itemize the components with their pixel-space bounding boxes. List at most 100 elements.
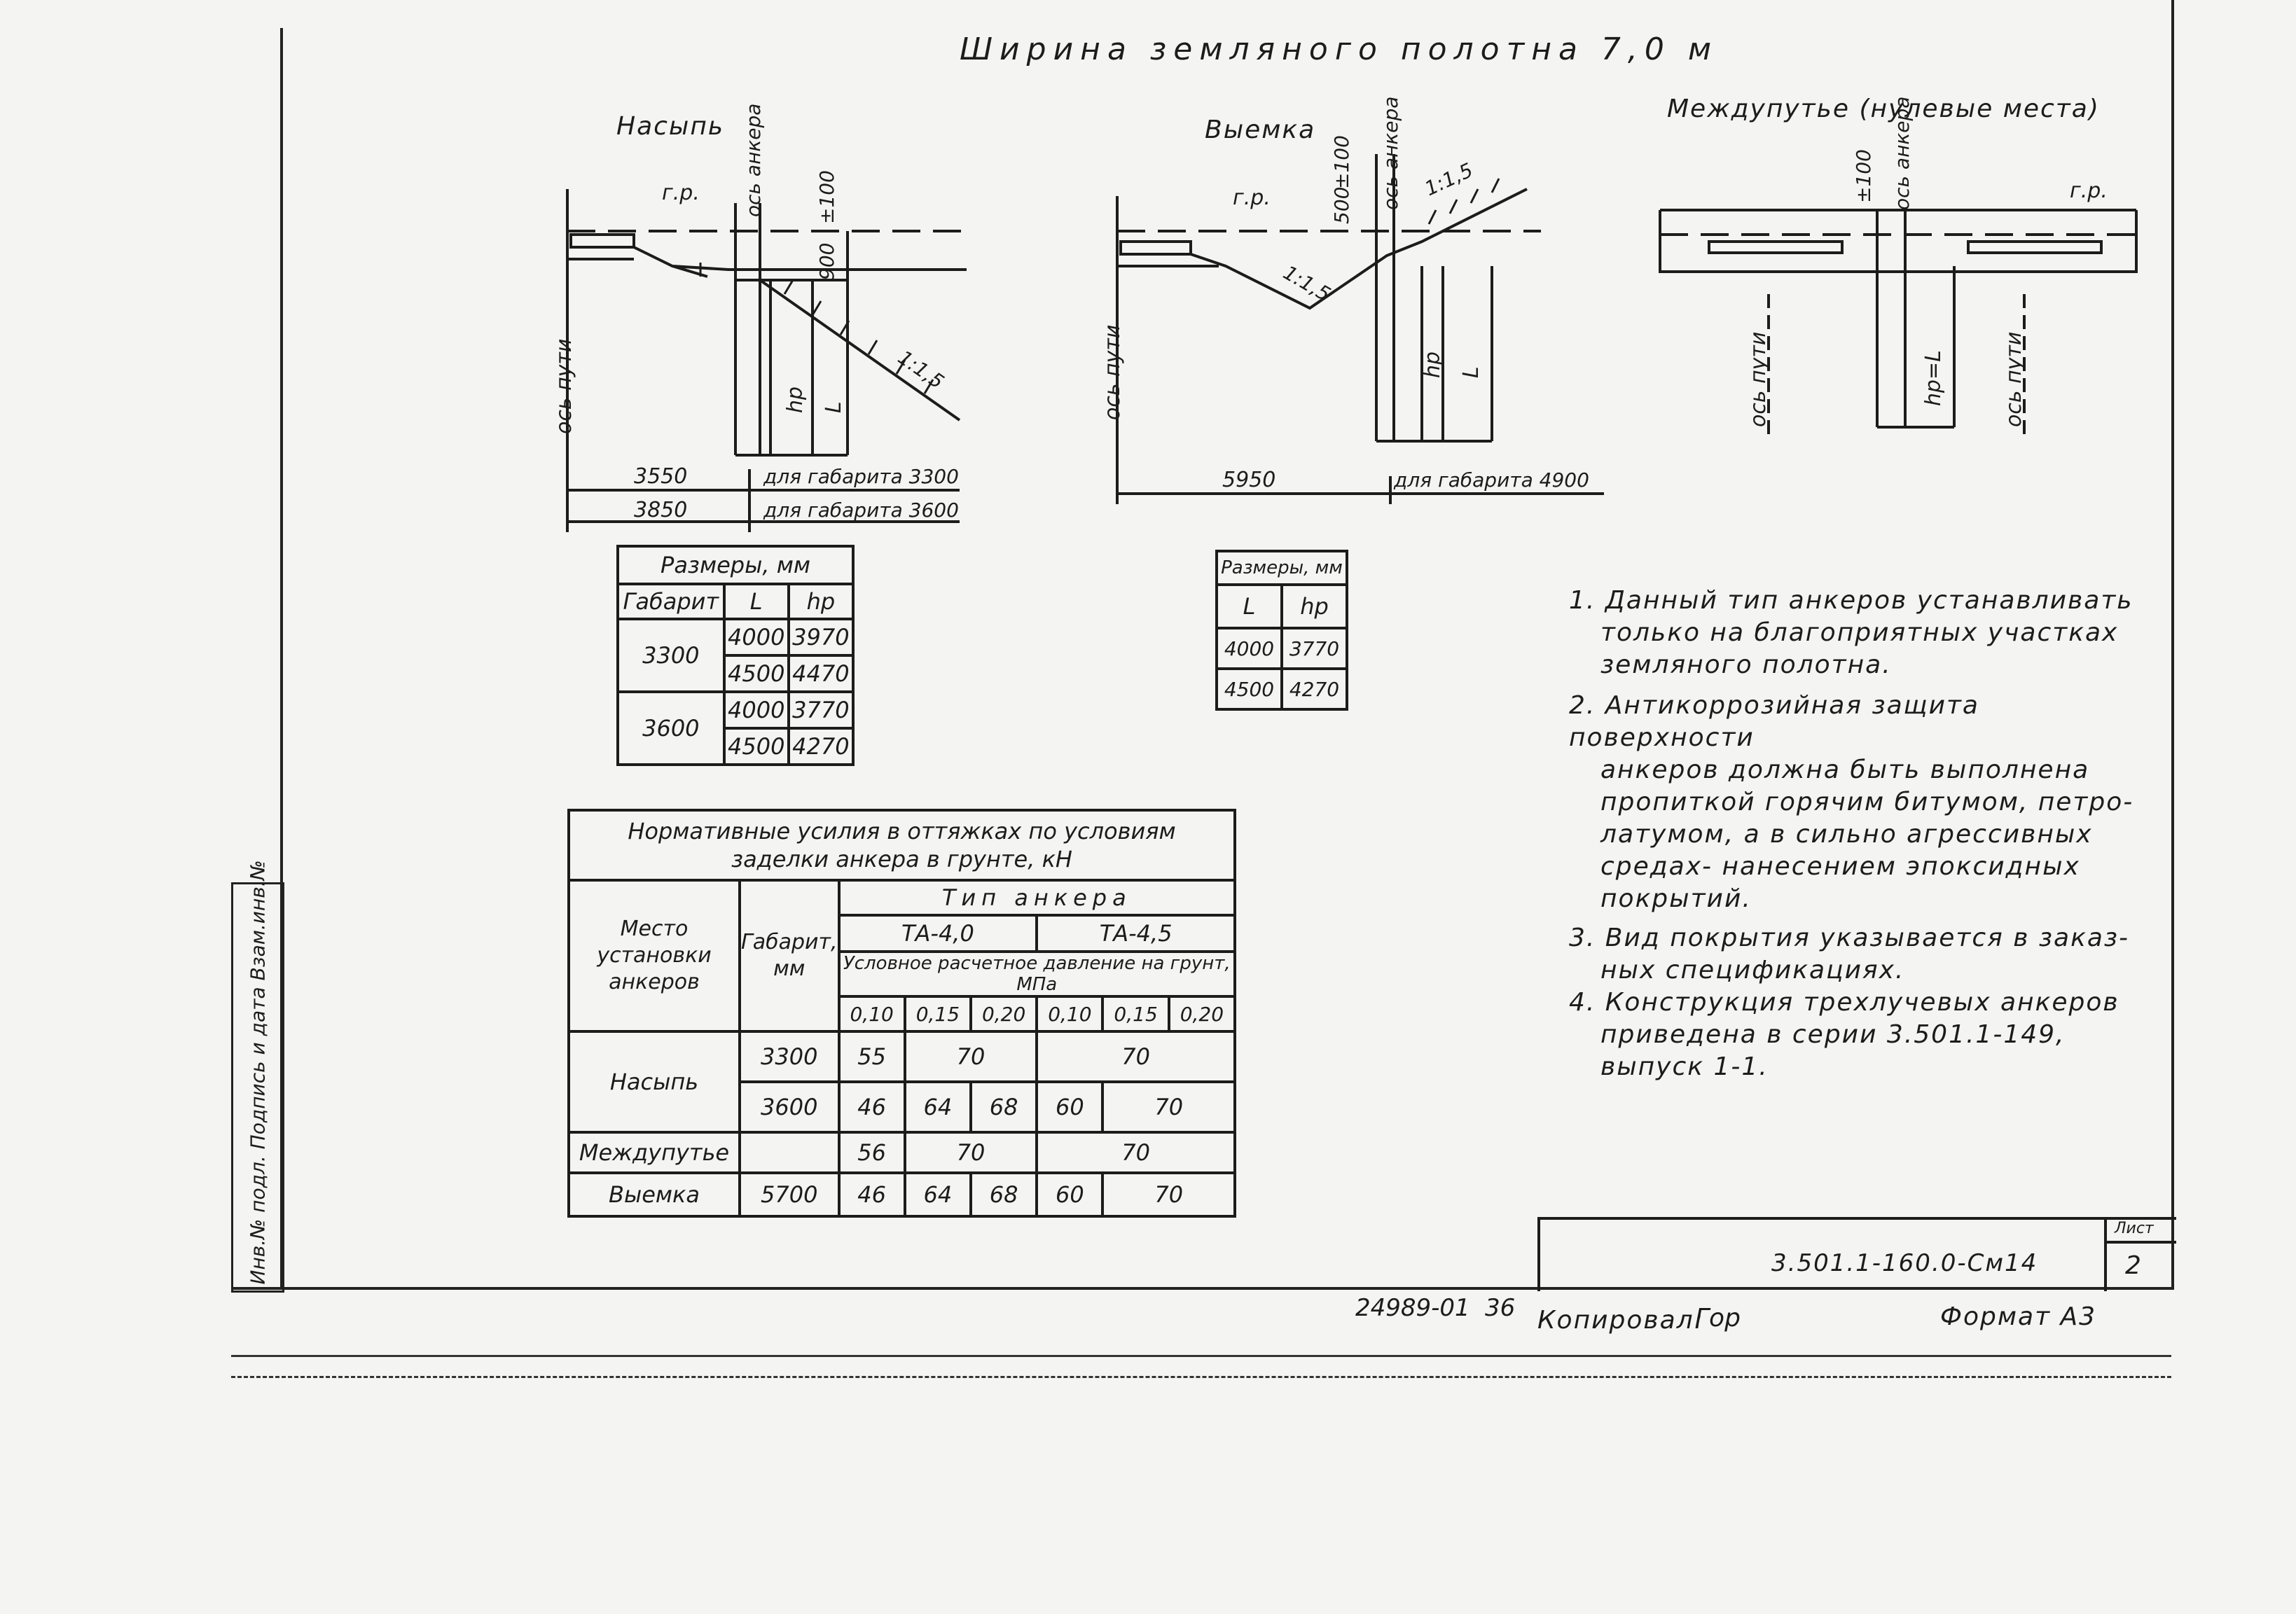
title-block: 3.501.1-160.0-См14 Лист 2: [1537, 1217, 2176, 1291]
emb-dim-3550: 3550: [634, 464, 687, 489]
table-cell: 70: [1035, 1131, 1236, 1174]
emb-hp: hp: [783, 387, 808, 413]
table-cell: 4500: [1215, 667, 1283, 711]
page-title: Ширина земляного полотна 7,0 м: [960, 32, 1719, 67]
cut-hp: hp: [1420, 352, 1445, 378]
table-cell: 55: [837, 1030, 906, 1083]
table-cell: 4000: [1215, 627, 1283, 670]
stamp-sheet-label: Лист: [2115, 1220, 2154, 1237]
note-line: латумом, а в сильно агрессивных: [1600, 820, 2093, 849]
table-cell: 64: [903, 1080, 973, 1134]
forces-title-line1: Нормативные усилия в оттяжках по условия…: [628, 818, 1176, 844]
sizes-cut-h-L: L: [1215, 583, 1283, 629]
table-cell: 4500: [722, 727, 790, 766]
cut-slope-1: 1:1,5: [1280, 260, 1335, 305]
cut-gr: г.р.: [1233, 186, 1271, 210]
note-line: 3. Вид покрытия указывается в заказ-: [1569, 924, 2130, 952]
emb-L: L: [822, 401, 846, 413]
table-cell: 4470: [787, 654, 855, 693]
stamp-sheet-number: 2: [2125, 1251, 2141, 1280]
sizes-emb-h-hp: hp: [787, 583, 855, 620]
forces-table: Нормативные усилия в оттяжках по условия…: [567, 809, 1237, 1218]
table-cell: 70: [903, 1030, 1039, 1083]
cut-drawing: [1116, 154, 1604, 504]
frame-bottom-line: [231, 1287, 2174, 1290]
emb-slope: 1:1,5: [894, 346, 948, 394]
emb-axis-anchor: ось анкера: [742, 104, 765, 217]
sizes-emb-h-L: L: [722, 583, 790, 620]
forces-p: 0,15: [903, 995, 973, 1033]
forces-place-between: Междупутье: [567, 1131, 741, 1174]
btw-d100: ±100: [1852, 149, 1875, 203]
caption-cut: Выемка: [1205, 116, 1316, 144]
table-cell: 3600: [738, 1080, 841, 1134]
sizes-emb-gab-2: 3600: [616, 690, 726, 766]
btw-gr: г.р.: [2070, 179, 2108, 203]
forces-type-2: ТА-4,5: [1035, 914, 1236, 953]
title-block-hline: [2104, 1241, 2176, 1244]
btw-axis-anchor: ось анкера: [1890, 97, 1914, 210]
table-cell: 56: [837, 1131, 906, 1174]
forces-p: 0,10: [837, 995, 906, 1033]
forces-col-place: Место установки анкеров: [567, 879, 741, 1033]
note-line: приведена в серии 3.501.1-149, выпуск 1-…: [1600, 1020, 2066, 1081]
forces-place-emb: Насыпь: [567, 1030, 741, 1134]
note-line: только на благоприятных участках: [1600, 618, 2119, 647]
sizes-table-cut: Размеры, мм L hp 4000 3770 4500 4270: [1215, 550, 1348, 711]
table-cell: 70: [903, 1131, 1039, 1174]
btw-axis-track-2: ось пути: [2002, 332, 2026, 427]
caption-between: Междупутье (нулевые места): [1667, 95, 2100, 123]
table-cell: 68: [969, 1080, 1039, 1134]
table-cell: 5700: [738, 1171, 841, 1218]
table-cell: 3300: [738, 1030, 841, 1083]
cut-d500: 500: [1330, 187, 1353, 224]
table-cell: 3770: [1280, 627, 1348, 670]
table-cell: 4270: [1280, 667, 1348, 711]
emb-d900: 900: [815, 243, 838, 280]
table-cell: 60: [1035, 1080, 1105, 1134]
btw-axis-track-1: ось пути: [1746, 332, 1771, 427]
note-line: 4. Конструкция трехлучевых анкеров: [1569, 988, 2119, 1017]
cut-axis-anchor: ось анкера: [1379, 97, 1402, 210]
emb-for-3300: для габарита 3300: [763, 465, 959, 488]
forces-p: 0,15: [1101, 995, 1170, 1033]
forces-place-cut: Выемка: [567, 1171, 741, 1218]
table-cell: [738, 1131, 841, 1174]
table-cell: 60: [1035, 1171, 1105, 1218]
sizes-cut-title: Размеры, мм: [1215, 550, 1348, 586]
forces-type-1: ТА-4,0: [837, 914, 1039, 953]
table-cell: 4000: [722, 618, 790, 657]
table-cell: 68: [969, 1171, 1039, 1218]
table-cell: 46: [837, 1080, 906, 1134]
stamp-code: 3.501.1-160.0-См14: [1771, 1249, 2038, 1277]
forces-pressure: Условное расчетное давление на грунт, МП…: [837, 950, 1237, 998]
footer-format: Формат А3: [1940, 1302, 2097, 1331]
cut-d100: ±100: [1330, 135, 1353, 189]
note-line: пропиткой горячим битумом, петро-: [1600, 788, 2134, 816]
forces-p: 0,20: [969, 995, 1039, 1033]
cut-line-1: [231, 1355, 2171, 1357]
note-line: покрытий.: [1600, 884, 1752, 913]
note-line: земляного полотна.: [1600, 651, 1892, 679]
table-cell: 64: [903, 1171, 973, 1218]
table-cell: 4000: [722, 690, 790, 730]
side-stamp: Инв.№ подл. Подпись и дата Взам.инв.№: [231, 860, 284, 1293]
table-cell: 70: [1101, 1080, 1236, 1134]
note-line: анкеров должна быть выполнена: [1600, 756, 2090, 784]
forces-title-line2: заделки анкера в грунте, кН: [731, 846, 1072, 872]
notes-block: 1. Данный тип анкеров устанавливать толь…: [1569, 585, 2171, 1083]
emb-d100: ±100: [815, 170, 838, 224]
frame-left-line: [280, 28, 283, 1288]
emb-gr: г.р.: [662, 181, 700, 205]
note-line: 2. Антикоррозийная защита поверхности: [1569, 691, 1979, 752]
title-block-divider: [2104, 1220, 2107, 1291]
table-cell: 70: [1035, 1030, 1236, 1083]
table-cell: 46: [837, 1171, 906, 1218]
emb-dim-3850: 3850: [634, 498, 687, 522]
cut-L: L: [1459, 366, 1484, 378]
table-cell: 70: [1101, 1171, 1236, 1218]
sizes-emb-title: Размеры, мм: [616, 545, 855, 585]
sizes-emb-h-gab: Габарит: [616, 583, 726, 620]
cut-for-4900: для габарита 4900: [1393, 468, 1589, 492]
cut-dim-5950: 5950: [1222, 468, 1275, 492]
